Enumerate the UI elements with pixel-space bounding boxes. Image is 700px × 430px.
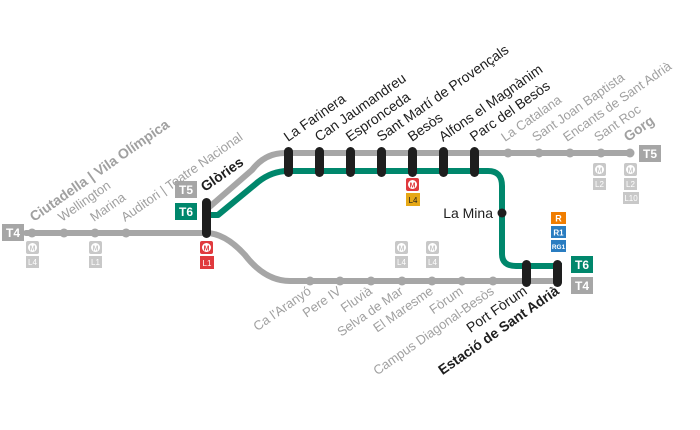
- rodalies-rg1-badge: [551, 240, 566, 252]
- station-dots: [27, 148, 635, 286]
- station-dot-encants[interactable]: [565, 148, 575, 158]
- metro-icon: M: [395, 241, 408, 254]
- line-t6: [206, 168, 562, 269]
- metro-connection-gorg: M L2 L10: [623, 163, 639, 204]
- svg-text:L2: L2: [595, 180, 604, 189]
- station-dot-sant-joan-baptista[interactable]: [534, 148, 544, 158]
- interchange-la-farinera[interactable]: [284, 147, 293, 177]
- metro-icon: M: [200, 241, 213, 254]
- svg-text:L4: L4: [428, 258, 437, 267]
- line-badge-t5-glories: T5: [175, 181, 197, 198]
- interchange-glories[interactable]: [202, 198, 211, 238]
- metro-icon: M: [593, 163, 606, 176]
- metro-connection-ciutadella: M L4: [26, 241, 39, 268]
- svg-text:L4: L4: [409, 196, 418, 205]
- line-badge-t4-sant-adria: T4: [571, 277, 593, 294]
- station-dot-la-catalana[interactable]: [503, 148, 513, 158]
- svg-text:T4: T4: [575, 279, 589, 293]
- interchange-estacio-sant-adria[interactable]: [553, 260, 562, 287]
- svg-text:M: M: [399, 246, 405, 253]
- metro-icon: M: [406, 178, 419, 191]
- svg-text:L10: L10: [624, 194, 638, 203]
- line-badge-t6-sant-adria: T6: [571, 256, 593, 273]
- metro-icon: M: [426, 241, 439, 254]
- interchange-bars: [202, 147, 562, 287]
- interchange-parc-besos[interactable]: [470, 147, 479, 177]
- station-dot-marina[interactable]: [90, 228, 100, 238]
- svg-text:M: M: [628, 168, 634, 175]
- station-dot-fluvia[interactable]: [366, 276, 376, 286]
- svg-text:RG1: RG1: [552, 244, 566, 251]
- interchange-can-jaumandreu[interactable]: [315, 147, 324, 177]
- station-dot-ca-laranyo[interactable]: [305, 276, 315, 286]
- station-dot-wellington[interactable]: [59, 228, 69, 238]
- svg-text:R: R: [555, 214, 562, 224]
- svg-text:M: M: [30, 246, 36, 253]
- station-dot-forum[interactable]: [457, 276, 467, 286]
- station-dot-sant-roc[interactable]: [596, 148, 606, 158]
- rodalies-connection-sant-adria: R R1 RG1: [551, 212, 566, 252]
- metro-icon: M: [26, 241, 39, 254]
- svg-text:T4: T4: [6, 226, 20, 240]
- metro-connection-besos: M L4: [406, 178, 420, 206]
- interchange-sant-marti[interactable]: [377, 147, 386, 177]
- svg-text:M: M: [93, 246, 99, 253]
- station-dot-pere-iv[interactable]: [335, 276, 345, 286]
- line-t4-lower-branch: [205, 230, 558, 284]
- interchange-port-forum[interactable]: [522, 260, 531, 287]
- svg-text:M: M: [597, 168, 603, 175]
- line-badge-t5-gorg: T5: [639, 145, 661, 162]
- svg-text:L1: L1: [91, 258, 100, 267]
- svg-text:T6: T6: [575, 258, 589, 272]
- svg-text:L4: L4: [397, 258, 406, 267]
- svg-text:L1: L1: [203, 259, 212, 268]
- metro-connection-el-maresme: M L4: [426, 241, 439, 268]
- station-dot-ciutadella[interactable]: [27, 228, 37, 238]
- line-badge-t6-glories: T6: [175, 203, 197, 220]
- svg-text:M: M: [410, 183, 416, 190]
- line-badge-t4-left: T4: [2, 224, 24, 241]
- metro-connection-sant-roc: M L2: [593, 163, 606, 190]
- metro-connection-marina: M L1: [89, 241, 102, 268]
- station-dot-la-mina[interactable]: [497, 208, 507, 218]
- station-dot-selva-de-mar[interactable]: [397, 276, 407, 286]
- station-label-la-mina: La Mina: [443, 205, 493, 221]
- svg-text:M: M: [204, 246, 210, 253]
- svg-text:L4: L4: [28, 258, 37, 267]
- metro-connection-glories: M L1: [200, 241, 214, 269]
- svg-text:L2: L2: [626, 180, 635, 189]
- metro-icon: M: [624, 163, 637, 176]
- station-dot-el-maresme[interactable]: [427, 276, 437, 286]
- svg-text:M: M: [430, 246, 436, 253]
- svg-text:T6: T6: [179, 205, 193, 219]
- svg-text:R1: R1: [553, 229, 564, 238]
- station-dot-auditori[interactable]: [121, 228, 131, 238]
- metro-connection-selva-de-mar: M L4: [395, 241, 408, 268]
- station-dot-gorg[interactable]: [625, 148, 635, 158]
- rodalies-r1-badge: [551, 226, 566, 238]
- interchange-alfons[interactable]: [439, 147, 448, 177]
- rodalies-r-badge: [551, 212, 566, 224]
- station-dot-campus-diagonal[interactable]: [488, 276, 498, 286]
- interchange-besos[interactable]: [408, 147, 417, 177]
- interchange-espronceda[interactable]: [346, 147, 355, 177]
- metro-icon: M: [89, 241, 102, 254]
- svg-text:T5: T5: [643, 147, 657, 161]
- svg-text:T5: T5: [179, 183, 193, 197]
